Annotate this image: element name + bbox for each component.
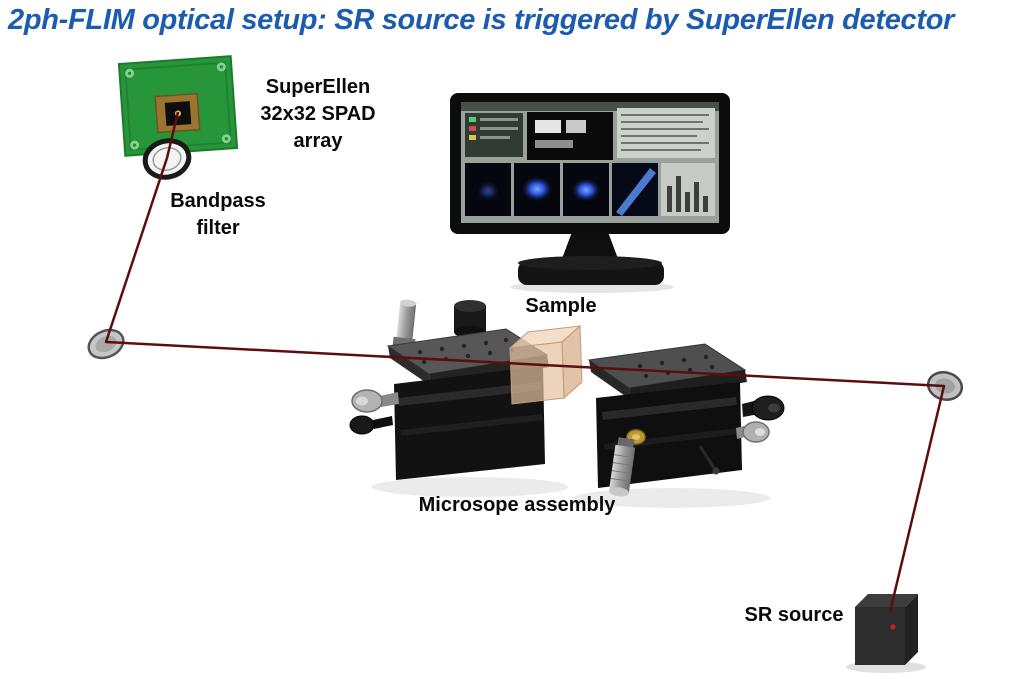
sample-label: Sample (525, 295, 597, 317)
mounting-screws (125, 62, 231, 150)
software-image-tiles (465, 163, 715, 216)
software-panel-readout (527, 112, 613, 160)
microscope-assembly-label: Microsope assembly (418, 494, 616, 516)
sr-source-box (855, 594, 918, 665)
detector-label: SuperEllen 32x32 SPAD array (260, 76, 376, 152)
sr-source-label: SR source (744, 604, 844, 626)
pcb-board (117, 55, 239, 157)
monitor (450, 93, 730, 285)
stage-right-black-knob (742, 395, 785, 421)
stage-right-silver-knob (736, 421, 770, 443)
diagram-title: 2ph-FLIM optical setup: SR source is tri… (8, 4, 955, 36)
stage-left-silver-knob (351, 389, 399, 413)
stage-left-plate-holes (417, 337, 515, 365)
steering-mirror-left (87, 328, 125, 360)
monitor-stand (560, 232, 620, 264)
sample-cube (508, 324, 583, 405)
stage-left-black-knob (349, 415, 393, 435)
stage-right-lever (698, 445, 720, 475)
laser-beam (104, 111, 946, 613)
microscope-stage-right (587, 343, 785, 497)
software-panel-settings (465, 113, 523, 157)
bandpass-filter-label: Bandpass filter (170, 190, 266, 239)
stage-right-plate-holes (637, 354, 715, 379)
software-panel-histogram (617, 108, 715, 158)
stage-right-vertical-micrometer (609, 437, 636, 497)
stage-left-vertical-micrometer (392, 299, 417, 349)
